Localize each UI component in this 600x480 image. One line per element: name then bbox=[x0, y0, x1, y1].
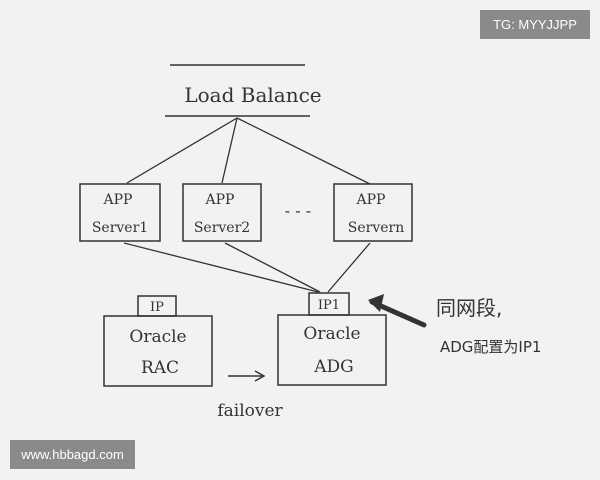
app-server-2-line2: Server2 bbox=[194, 220, 250, 236]
servern-to-ip1-line bbox=[327, 242, 371, 293]
server1-to-ip1-line bbox=[123, 242, 319, 293]
adg-line2: ADG bbox=[313, 357, 354, 377]
rac-ip-label: IP bbox=[150, 300, 164, 315]
load-balancer-label: Load Balance bbox=[184, 83, 321, 107]
load-balancer: Load Balance bbox=[165, 64, 322, 117]
lb-connections bbox=[126, 117, 371, 185]
lb-to-server1-line bbox=[126, 117, 238, 184]
app-server-1-line2: Server1 bbox=[92, 220, 148, 236]
note-line1: 同网段, bbox=[436, 296, 502, 320]
watermark-bottom-left: www.hbbagd.com bbox=[10, 440, 135, 469]
adg-line1: Oracle bbox=[303, 324, 360, 344]
app-server-1-box bbox=[79, 183, 161, 242]
app-server-2-line1: APP bbox=[205, 192, 235, 208]
app-server-n-line2: Servern bbox=[348, 220, 404, 236]
pointer-arrow-head bbox=[368, 294, 384, 312]
lb-to-servern-line bbox=[236, 117, 371, 185]
app-server-n: APP Servern bbox=[333, 183, 413, 242]
app-server-2-box bbox=[182, 183, 262, 242]
note-pointer-arrow bbox=[368, 294, 427, 328]
oracle-adg: IP1 Oracle ADG bbox=[277, 292, 387, 386]
failover-arrow-head bbox=[254, 370, 266, 382]
rac-box bbox=[103, 315, 213, 387]
rac-line1: Oracle bbox=[129, 327, 186, 347]
app-server-n-line1: APP bbox=[356, 192, 386, 208]
watermark-top-right: TG: MYYJJPP bbox=[480, 10, 590, 39]
failover-label: failover bbox=[217, 401, 283, 421]
app-server-2: APP Server2 bbox=[182, 183, 262, 242]
servers-ellipsis: - - - bbox=[285, 201, 311, 220]
adg-ip1-label: IP1 bbox=[318, 298, 340, 313]
server-connections bbox=[123, 242, 371, 293]
server2-to-ip1-line bbox=[224, 242, 321, 293]
ip-note: 同网段, ADG配置为IP1 bbox=[436, 296, 541, 356]
app-server-1: APP Server1 bbox=[79, 183, 161, 242]
oracle-rac: IP Oracle RAC bbox=[103, 295, 213, 387]
note-line2: ADG配置为IP1 bbox=[440, 338, 541, 356]
app-server-1-line1: APP bbox=[103, 192, 133, 208]
app-server-n-box bbox=[333, 183, 413, 242]
adg-box bbox=[277, 314, 387, 386]
failover: failover bbox=[217, 370, 284, 421]
lb-to-server2-line bbox=[221, 117, 238, 184]
rac-line2: RAC bbox=[141, 358, 179, 378]
